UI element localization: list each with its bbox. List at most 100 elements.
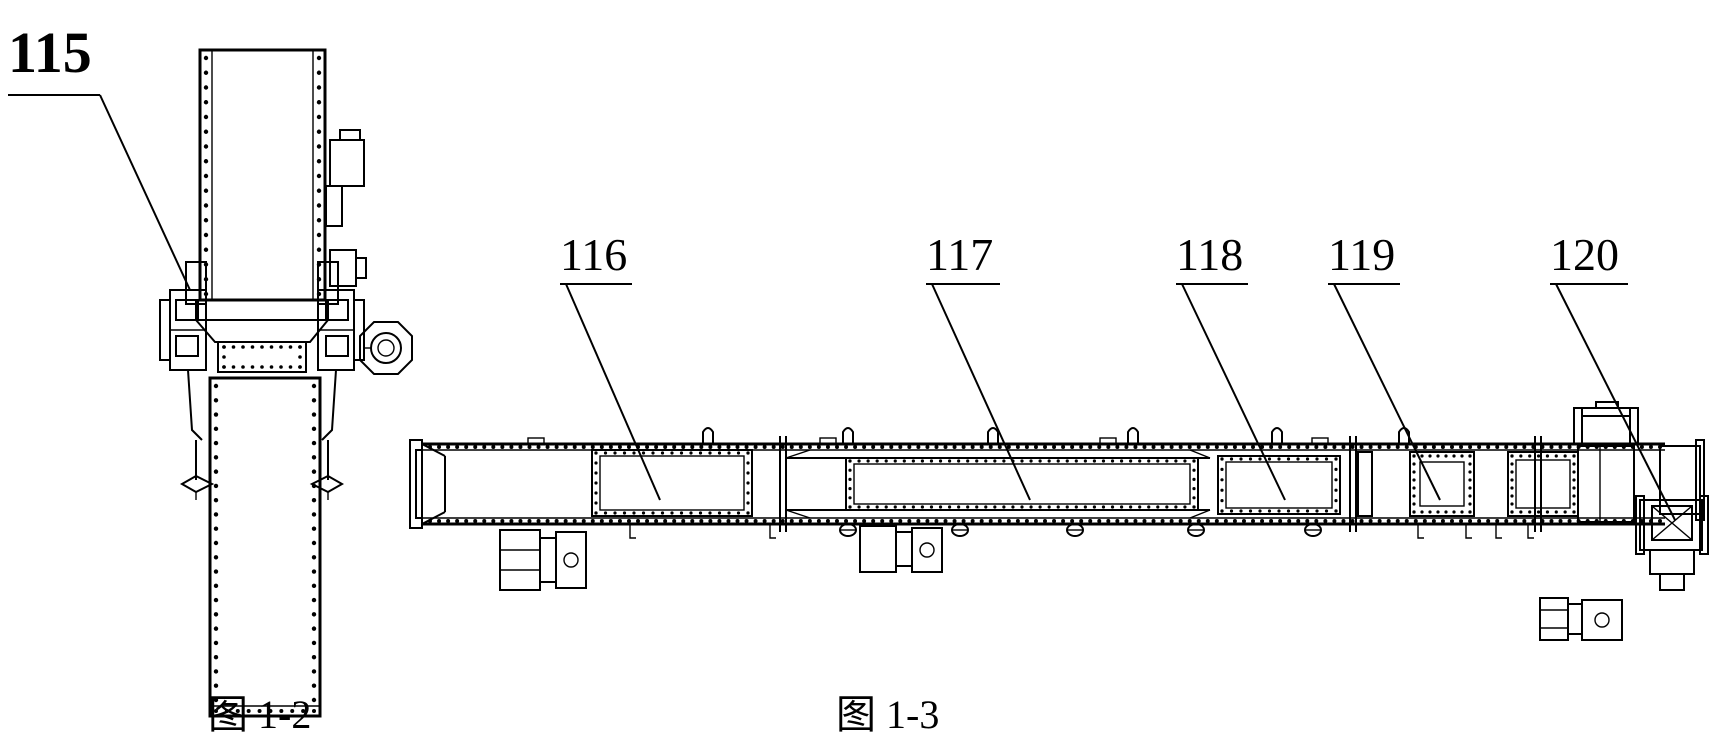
lifting-lug (1272, 428, 1282, 444)
bolt-dot (1334, 509, 1337, 512)
bolt-dot (848, 459, 851, 462)
bolt-dot (1315, 457, 1318, 460)
bolt-dot (204, 218, 208, 222)
bolt-dot (1133, 445, 1137, 449)
bolt-dot (1052, 519, 1056, 523)
bolt-dot (853, 445, 857, 449)
bolt-dot (1124, 445, 1128, 449)
bolt-dot (317, 233, 321, 237)
bolt-dot (871, 519, 875, 523)
bolt-dot (312, 527, 316, 531)
bolt-dot (1519, 510, 1522, 513)
callout-116: 116 (560, 229, 660, 500)
bolt-dot (312, 384, 316, 388)
bolt-dot (1016, 445, 1020, 449)
bolt-dot (708, 451, 711, 454)
bolt-dot (894, 459, 897, 462)
bolt-dot (604, 451, 607, 454)
bolt-dot (889, 519, 893, 523)
bolt-dot (898, 519, 902, 523)
bolt-dot (1296, 457, 1299, 460)
bolt-dot (736, 519, 740, 523)
bolt-dot (1334, 478, 1337, 481)
bolt-dot (312, 512, 316, 516)
bolt-dot (500, 519, 504, 523)
bolt-dot (1251, 519, 1255, 523)
drive-motor-tail (1540, 598, 1622, 640)
bolt-dot (681, 445, 685, 449)
bolt-dot (689, 511, 692, 514)
bolt-dot (473, 445, 477, 449)
bolt-dot (1459, 445, 1463, 449)
bolt-dot (232, 345, 236, 349)
bolt-dot (1306, 509, 1309, 512)
bolt-dot (1102, 505, 1105, 508)
bolt-dot (636, 519, 640, 523)
bolt-dot (1495, 445, 1499, 449)
bolt-dot (857, 505, 860, 508)
callout-120: 120 (1550, 229, 1675, 520)
bolt-dot (1277, 509, 1280, 512)
bolt-dot (848, 487, 851, 490)
bolt-dot (1369, 519, 1373, 523)
bolt-dot (894, 505, 897, 508)
bolt-dot (317, 100, 321, 104)
bolt-dot (298, 365, 302, 369)
bolt-dot (260, 345, 264, 349)
inspection-window-117 (786, 450, 1210, 518)
bolt-dot (681, 519, 685, 523)
bolt-dot (1460, 510, 1463, 513)
bolt-dot (989, 519, 993, 523)
bolt-dot (1323, 519, 1327, 523)
bolt-dot (260, 365, 264, 369)
bolt-dot (214, 384, 218, 388)
bolt-dot (1572, 462, 1575, 465)
bolt-dot (746, 491, 749, 494)
bolt-dot (1025, 445, 1029, 449)
bolt-dot (317, 144, 321, 148)
bolt-dot (1061, 519, 1065, 523)
bolt-dot (1378, 445, 1382, 449)
bolt-dot (279, 345, 283, 349)
bolt-dot (1450, 519, 1454, 523)
bolt-dot (1277, 457, 1280, 460)
bolt-dot (214, 427, 218, 431)
bolt-dot (214, 641, 218, 645)
bolt-dot (903, 505, 906, 508)
bolt-dot (1156, 505, 1159, 508)
bolt-dot (573, 445, 577, 449)
bolt-dot (1039, 459, 1042, 462)
bolt-dot (204, 159, 208, 163)
bolt-dot (1360, 519, 1364, 523)
bolt-dot (680, 511, 683, 514)
bolt-dot (214, 469, 218, 473)
bolt-dot (1559, 445, 1563, 449)
bolt-dot (1111, 459, 1114, 462)
bolt-dot (1206, 519, 1210, 523)
bolt-dot (1161, 445, 1165, 449)
bolt-dot (1115, 445, 1119, 449)
bolt-dot (279, 365, 283, 369)
bolt-dot (921, 459, 924, 462)
hanger (1466, 524, 1472, 538)
bolt-dot (903, 459, 906, 462)
bolt-dot (848, 505, 851, 508)
bolt-dot (1510, 494, 1513, 497)
hanger (1418, 524, 1424, 538)
bolt-dot (317, 159, 321, 163)
bolt-dot (317, 71, 321, 75)
bolt-dot (1133, 519, 1137, 523)
bolt-dot (642, 511, 645, 514)
bolt-dot (482, 445, 486, 449)
hanger (1528, 524, 1534, 538)
bolt-dot (204, 130, 208, 134)
bolt-dot (1197, 519, 1201, 523)
bolt-dot (844, 519, 848, 523)
bolt-dot (1314, 445, 1318, 449)
bolt-dot (594, 451, 597, 454)
bolt-dot (867, 505, 870, 508)
bolt-dot (241, 345, 245, 349)
bolt-dot (1197, 445, 1201, 449)
bolt-dot (1249, 457, 1252, 460)
bolt-dot (998, 445, 1002, 449)
